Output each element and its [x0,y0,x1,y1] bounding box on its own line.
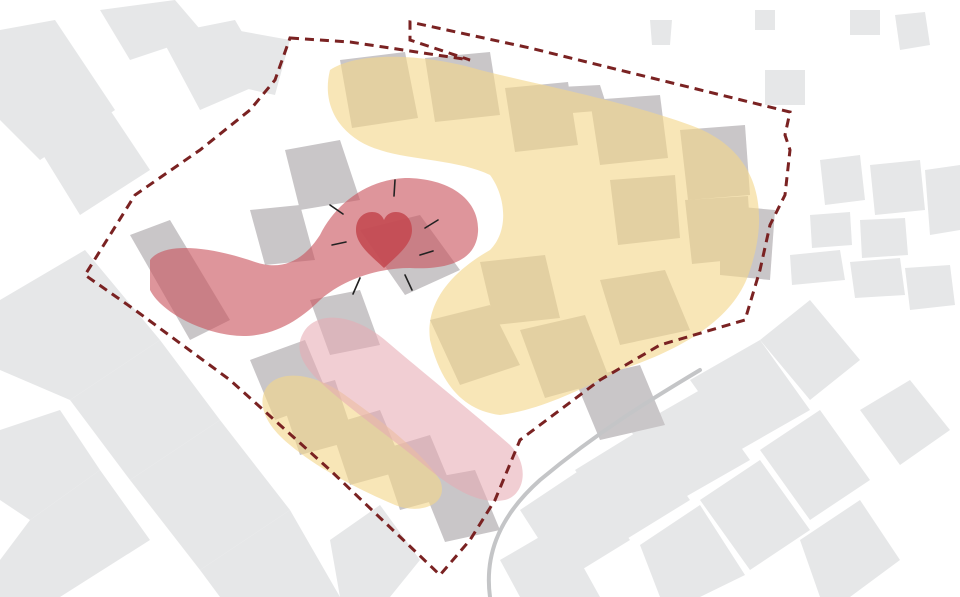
site-boundary [82,20,792,578]
zone-yellow-main [327,56,760,415]
radiating-lines-icon [329,179,439,295]
zone-yellow-south [262,375,442,509]
heart-icon [356,212,412,268]
zone-pink [299,317,523,501]
road [486,368,702,597]
